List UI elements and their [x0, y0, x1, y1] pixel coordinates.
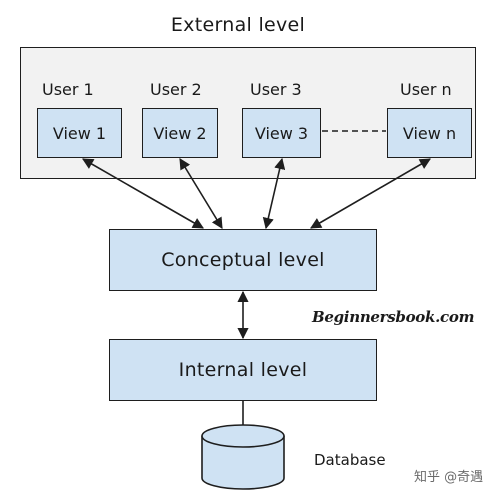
internal-level-box: Internal level: [109, 339, 377, 401]
conceptual-level-label: Conceptual level: [161, 249, 325, 271]
view-3-conceptual-arrow: [262, 157, 286, 230]
view-2-box: View 2: [142, 108, 218, 158]
user-1-label: User 1: [42, 80, 94, 99]
corner-watermark: 知乎 @奇遇: [414, 470, 484, 485]
user-2-label: User 2: [150, 80, 202, 99]
database-cylinder-icon: [201, 424, 285, 490]
view-n-conceptual-arrow: [310, 158, 431, 229]
view-2-label: View 2: [153, 123, 207, 143]
database-label: Database: [314, 451, 386, 469]
view-1-box: View 1: [37, 108, 122, 158]
external-level-title: External level: [170, 14, 306, 36]
view-n-label: View n: [402, 123, 457, 143]
view-1-conceptual-arrow: [82, 158, 204, 229]
conceptual-level-box: Conceptual level: [109, 229, 377, 291]
watermark-text: Beginnersbook.com: [312, 308, 475, 326]
view-1-label: View 1: [52, 123, 107, 143]
view-3-box: View 3: [242, 108, 321, 158]
view-n-box: View n: [387, 108, 472, 158]
view-2-conceptual-arrow: [179, 158, 223, 229]
internal-level-label: Internal level: [178, 359, 308, 381]
view-3-label: View 3: [254, 123, 309, 143]
user-n-label: User n: [400, 80, 452, 99]
user-3-label: User 3: [250, 80, 302, 99]
